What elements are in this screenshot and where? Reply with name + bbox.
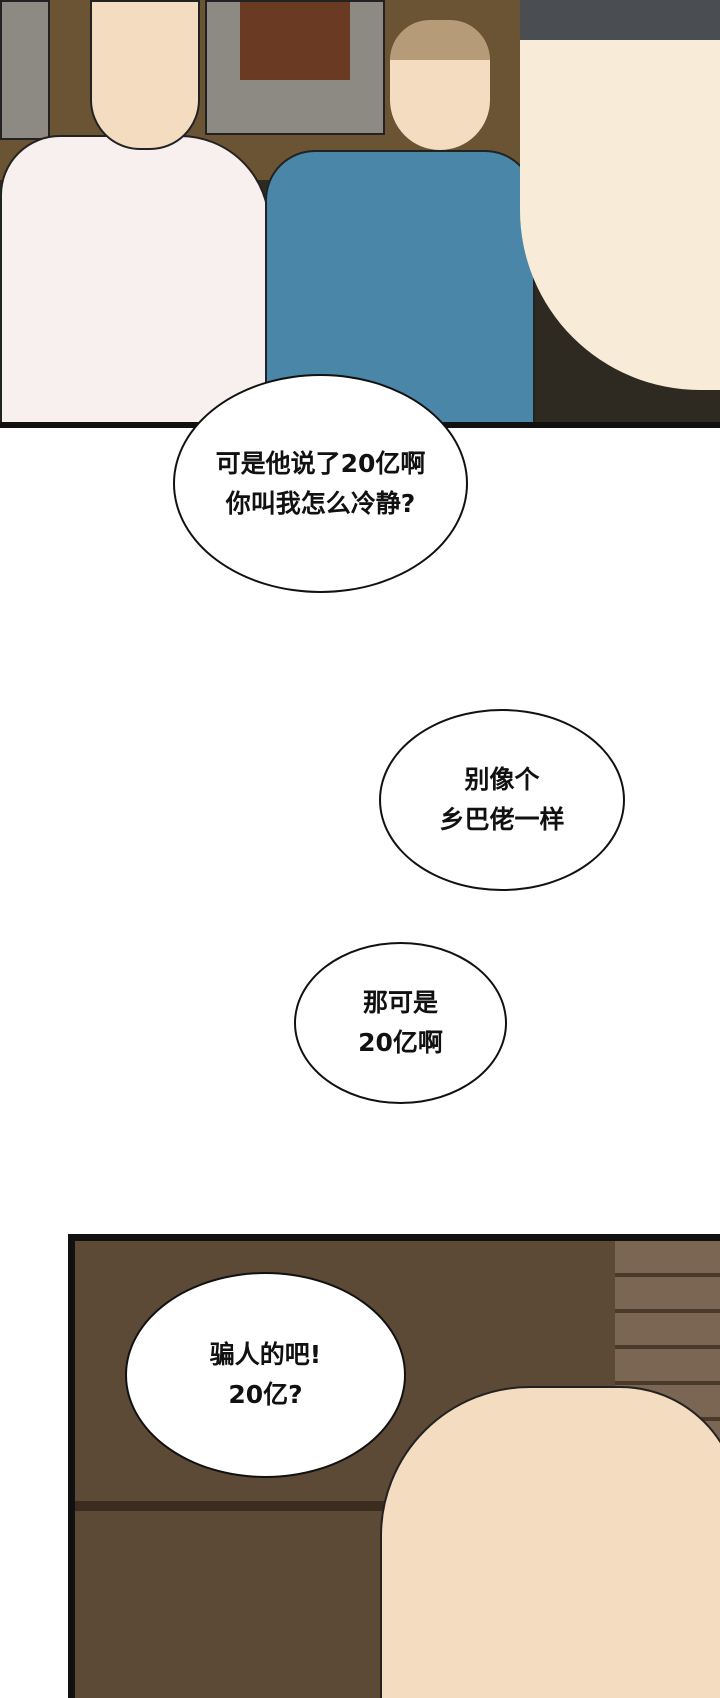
speech-bubble-2: 别像个 乡巴佬一样 xyxy=(379,709,625,891)
man-white-shirt xyxy=(0,135,270,422)
bubble-text-line: 骗人的吧! xyxy=(209,1340,322,1369)
speech-bubble-3: 那可是 20亿啊 xyxy=(294,942,507,1104)
speech-bubble-4: 骗人的吧! 20亿? xyxy=(125,1272,406,1478)
wall-frame xyxy=(0,0,50,140)
man-face xyxy=(90,0,200,150)
bubble-text-line: 20亿啊 xyxy=(358,1028,443,1057)
denim-man-face xyxy=(390,20,490,150)
speech-bubble-1: 可是他说了20亿啊 你叫我怎么冷静? xyxy=(173,374,468,593)
bubble-text-line: 那可是 xyxy=(362,988,438,1017)
comic-panel-bar-scene xyxy=(0,0,720,428)
woman-face xyxy=(520,0,720,390)
bubble-text-line: 乡巴佬一样 xyxy=(439,805,565,834)
comic-panel-close-up xyxy=(68,1234,720,1698)
bubble-text-line: 20亿? xyxy=(228,1380,303,1409)
bubble-text-line: 别像个 xyxy=(464,765,540,794)
bubble-text-line: 你叫我怎么冷静? xyxy=(225,488,416,518)
wall-poster-frame xyxy=(205,0,385,135)
man-close-up-face xyxy=(380,1386,720,1698)
bubble-text-line: 可是他说了20亿啊 xyxy=(215,448,426,478)
